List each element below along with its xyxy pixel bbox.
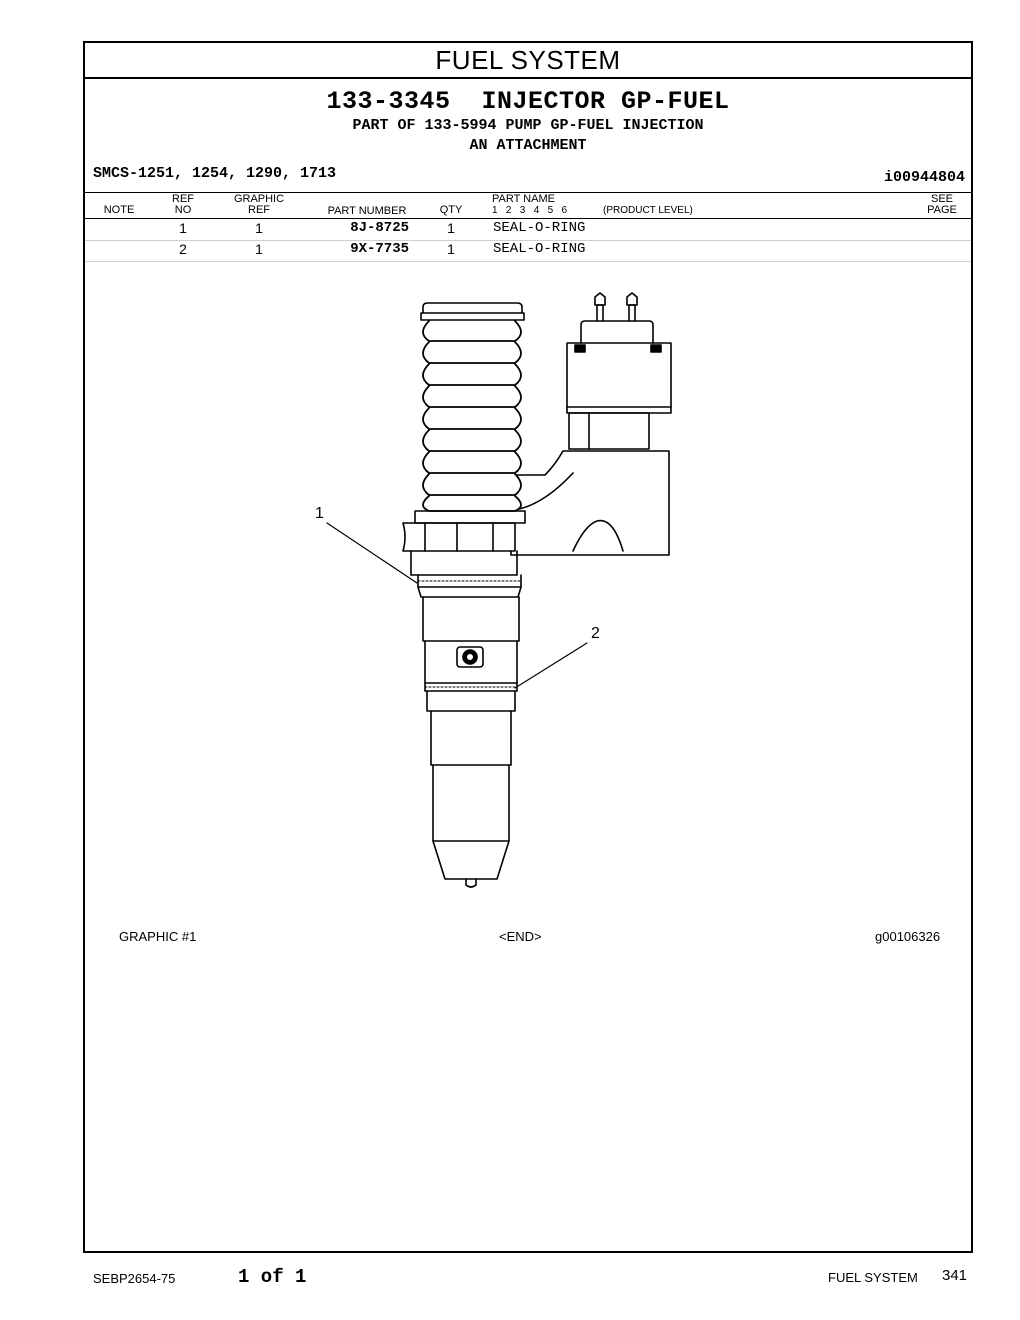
col-part-name: PART NAME <box>492 193 555 205</box>
row-divider <box>85 261 971 262</box>
row-graphic-ref: 1 <box>255 241 263 257</box>
row-divider <box>85 240 971 241</box>
row-part-name: SEAL-O-RING <box>493 241 586 257</box>
group-number: 133-3345 <box>326 87 451 116</box>
smcs-codes: SMCS-1251, 1254, 1290, 1713 <box>93 165 337 182</box>
page-number: 341 <box>942 1267 968 1284</box>
col-graphic-ref-bottom: REF <box>248 204 270 216</box>
attachment-line: AN ATTACHMENT <box>469 137 587 154</box>
row-graphic-ref: 1 <box>255 220 263 236</box>
col-note: NOTE <box>103 204 135 216</box>
graphic-id: g00106326 <box>875 929 941 944</box>
col-part-number: PART NUMBER <box>327 205 407 217</box>
col-product-levels: 1 2 3 4 5 6 <box>492 205 568 216</box>
row-qty: 1 <box>447 220 455 236</box>
page-frame: FUEL SYSTEM 133-3345 INJECTOR GP-FUEL PA… <box>83 41 973 1253</box>
callout-1: 1 <box>315 505 324 522</box>
col-see-page-bottom: PAGE <box>927 204 957 216</box>
row-ref-no: 2 <box>179 241 187 257</box>
col-qty: QTY <box>439 204 463 216</box>
group-name: INJECTOR GP-FUEL <box>481 87 730 116</box>
row-part-number: 8J-8725 <box>350 220 409 236</box>
col-product-level-label: (PRODUCT LEVEL) <box>603 205 693 216</box>
col-see-page-top: SEE <box>930 193 953 205</box>
col-graphic-ref-top: GRAPHIC <box>233 193 285 205</box>
row-part-name: SEAL-O-RING <box>493 220 586 236</box>
doc-number: SEBP2654-75 <box>93 1271 176 1286</box>
callout-2: 2 <box>591 625 600 642</box>
graphic-label: GRAPHIC #1 <box>119 929 197 944</box>
row-part-number: 9X-7735 <box>350 241 409 257</box>
section-title: FUEL SYSTEM <box>85 43 971 79</box>
table-header-top-rule <box>85 192 971 193</box>
col-ref-no-bottom: NO <box>174 204 192 216</box>
page-of: 1 of 1 <box>238 1266 307 1288</box>
footer-section: FUEL SYSTEM <box>828 1270 918 1285</box>
part-of-line: PART OF 133-5994 PUMP GP-FUEL INJECTION <box>352 117 704 134</box>
col-ref-no-top: REF <box>172 193 194 205</box>
group-title: 133-3345 INJECTOR GP-FUEL <box>85 87 971 116</box>
illustration-id: i00944804 <box>883 169 965 186</box>
end-marker: <END> <box>499 929 542 944</box>
row-ref-no: 1 <box>179 220 187 236</box>
table-header-bottom-rule <box>85 218 971 219</box>
row-qty: 1 <box>447 241 455 257</box>
